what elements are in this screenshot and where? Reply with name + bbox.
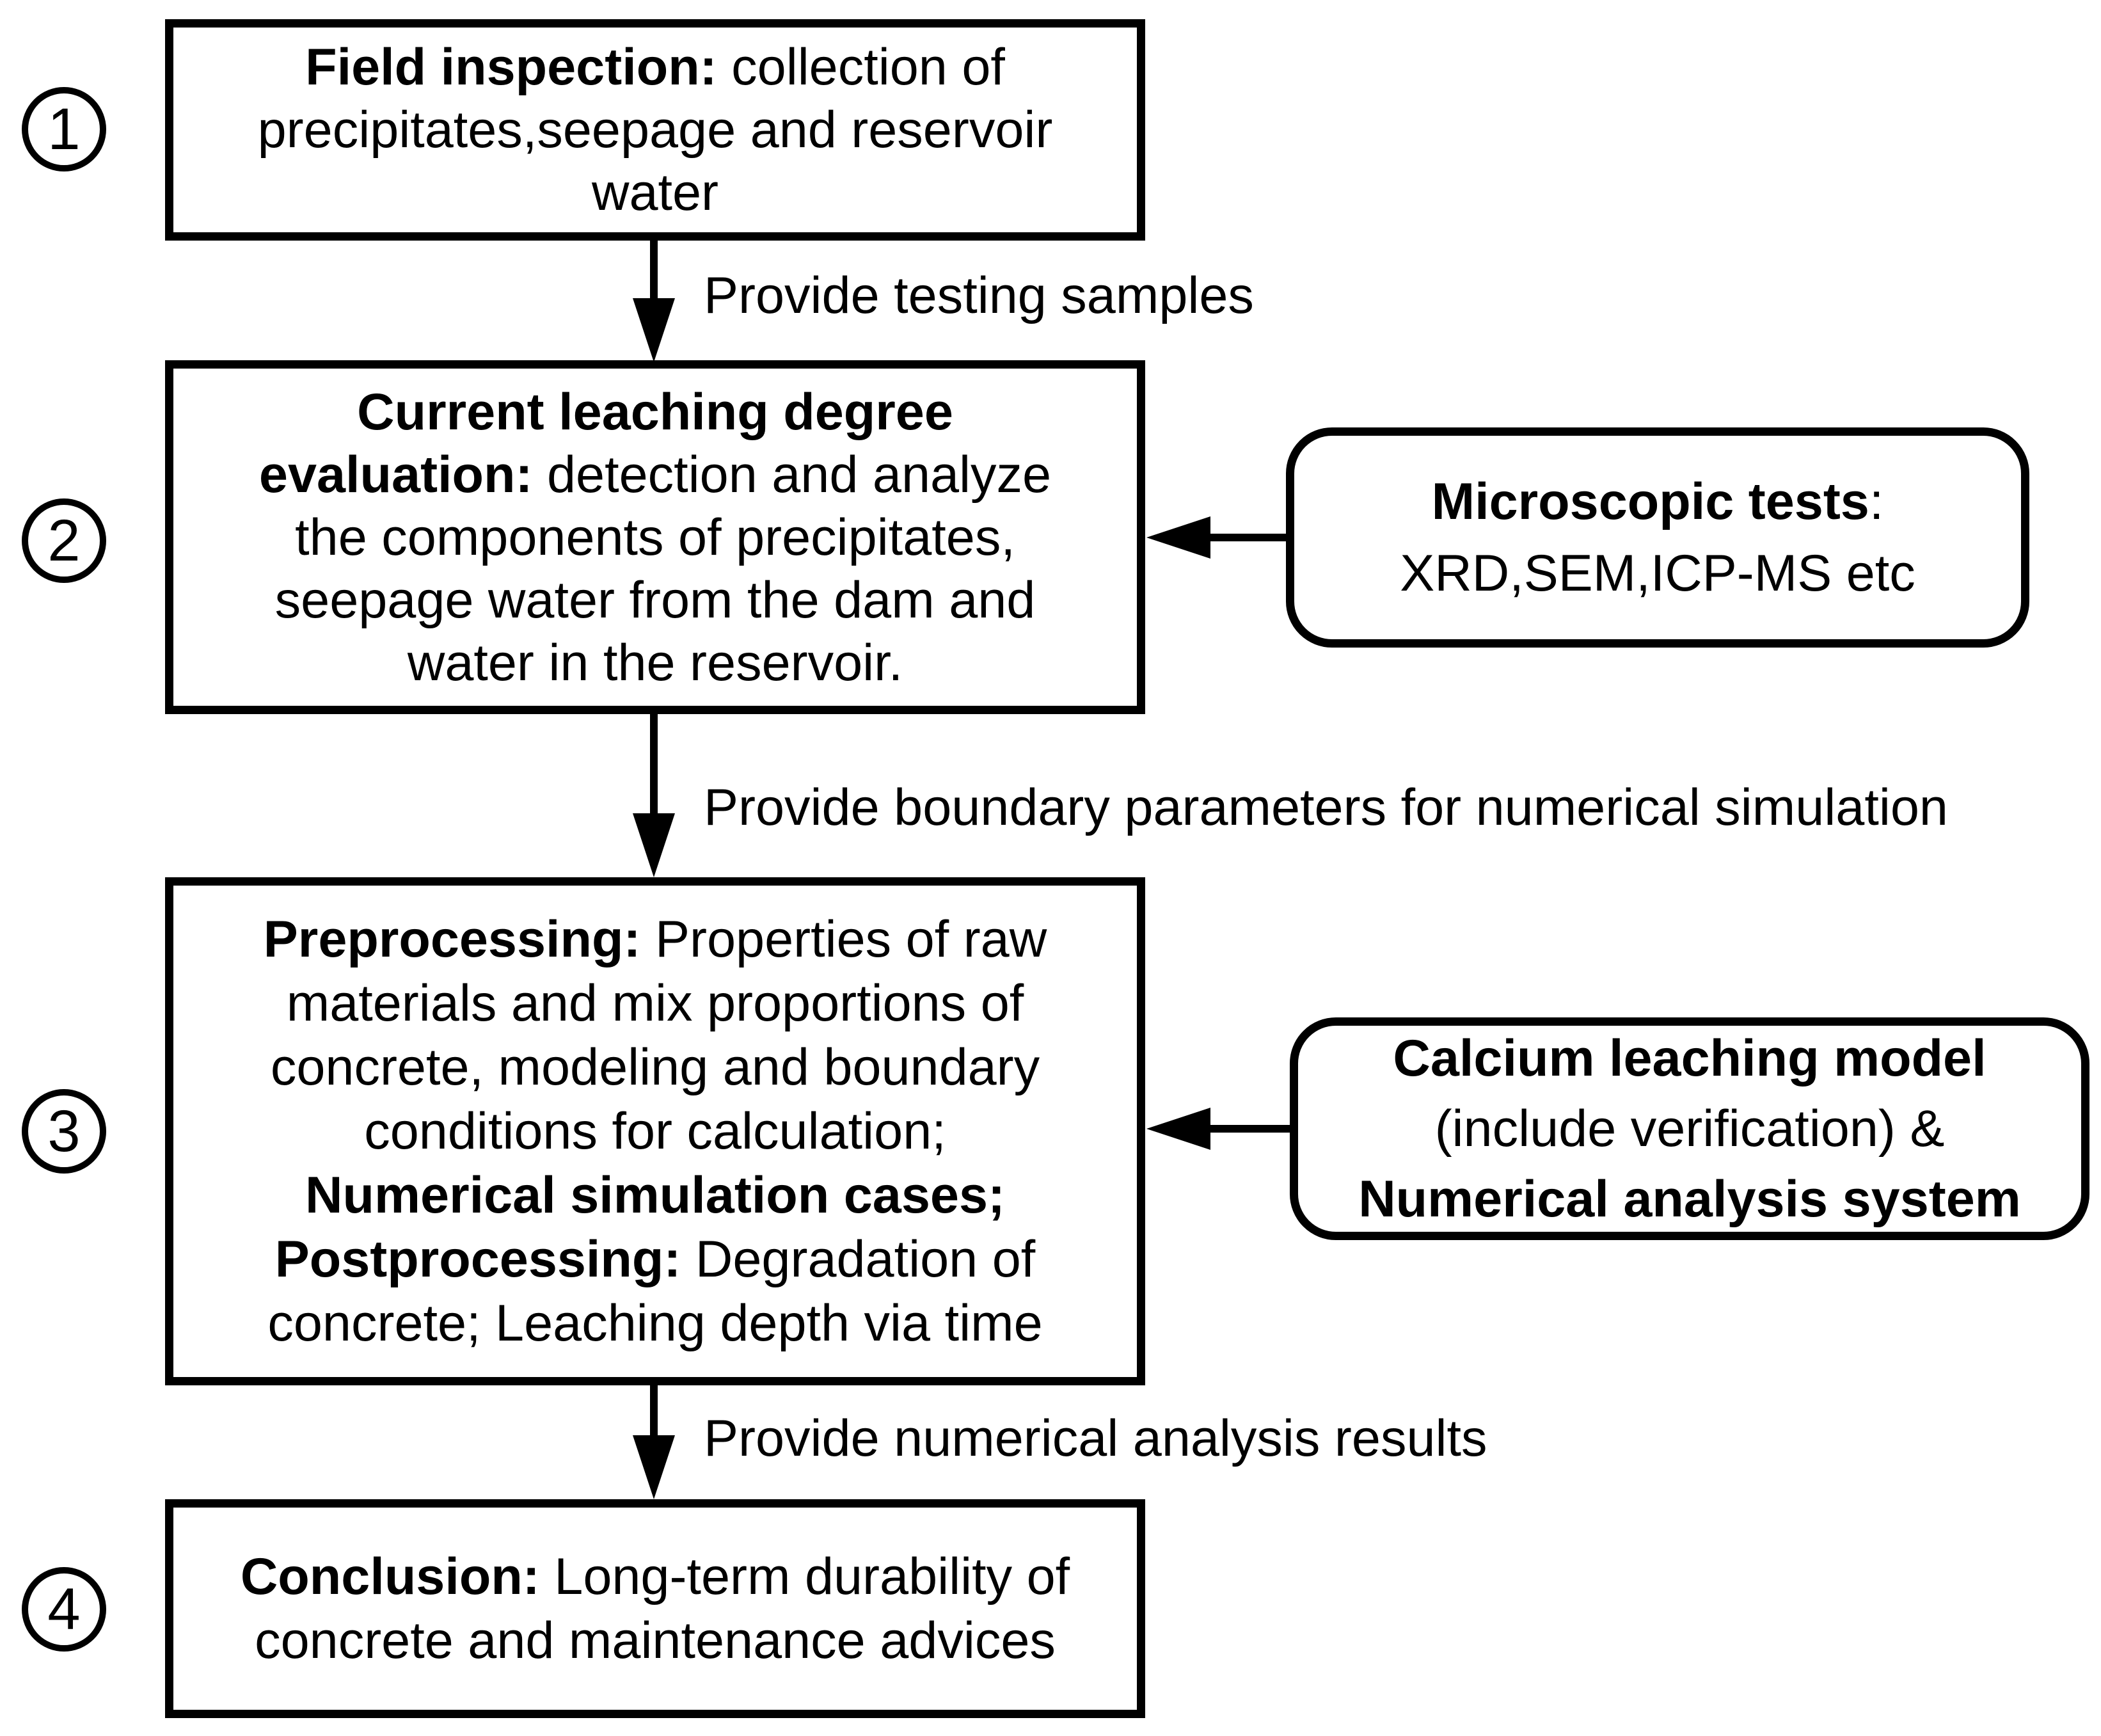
regular-segment: water in the reservoir. <box>407 633 903 692</box>
text-line: Calcium leaching model <box>1393 1023 1986 1094</box>
text-line: concrete; Leaching depth via time <box>267 1291 1042 1355</box>
regular-segment: (include verification) & <box>1434 1100 1945 1158</box>
box-microscopic-tests: Microscopic tests: XRD,SEM,ICP-MS etc <box>1286 427 2029 648</box>
left-arrow-1-line <box>1204 534 1287 541</box>
regular-segment: Degradation of <box>681 1230 1036 1288</box>
regular-segment: Properties of raw <box>640 911 1047 968</box>
text-line: Numerical simulation cases; <box>305 1163 1005 1227</box>
left-arrow-2-head-icon <box>1146 1108 1210 1150</box>
text-line: Current leaching degree <box>357 381 953 443</box>
bold-segment: Numerical simulation cases; <box>305 1167 1005 1224</box>
text-line: seepage water from the dam and <box>275 569 1036 632</box>
regular-segment: concrete and maintenance advices <box>255 1612 1056 1669</box>
text-line: the components of precipitates, <box>295 506 1015 569</box>
regular-segment: : <box>1869 473 1884 530</box>
step-badge-3: 3 <box>22 1089 106 1174</box>
text-line: XRD,SEM,ICP-MS etc <box>1400 538 1915 609</box>
text-line: water <box>592 161 718 224</box>
box-leaching-evaluation: Current leaching degree evaluation: dete… <box>165 360 1145 714</box>
bold-segment: Conclusion: <box>240 1548 540 1605</box>
text-line: Microscopic tests: <box>1432 466 1884 538</box>
text-line: conditions for calculation; <box>364 1099 946 1163</box>
bold-segment: Field inspection: <box>305 38 717 96</box>
step-badge-1: 1 <box>22 87 106 171</box>
bold-segment: Microscopic tests <box>1431 473 1869 530</box>
regular-segment: concrete; Leaching depth via time <box>267 1294 1043 1352</box>
regular-segment: XRD,SEM,ICP-MS etc <box>1400 545 1915 602</box>
box-conclusion: Conclusion: Long-term durability of conc… <box>165 1499 1145 1718</box>
text-line: precipitates,seepage and reservoir <box>258 99 1053 161</box>
regular-segment: materials and mix proportions of <box>286 975 1024 1032</box>
down-arrow-3-head-icon <box>633 1435 675 1499</box>
text-line: water in the reservoir. <box>408 632 903 694</box>
regular-segment: conditions for calculation; <box>364 1103 946 1160</box>
left-arrow-2-line <box>1204 1125 1291 1133</box>
regular-segment: water <box>591 164 719 221</box>
regular-segment: detection and analyze <box>532 445 1052 504</box>
bold-segment: Current leaching degree <box>357 383 953 441</box>
text-line: materials and mix proportions of <box>287 971 1024 1035</box>
down-arrow-2-line <box>650 714 658 816</box>
text-line: Preprocessing: Properties of raw <box>264 907 1047 971</box>
down-arrow-1-line <box>650 241 658 301</box>
bold-segment: Numerical analysis system <box>1358 1170 2021 1228</box>
down-arrow-1-head-icon <box>633 298 675 362</box>
text-line: (include verification) & <box>1435 1094 1945 1164</box>
step-number: 4 <box>47 1576 81 1642</box>
step-number: 1 <box>47 96 81 162</box>
text-line: Conclusion: Long-term durability of <box>241 1545 1070 1609</box>
text-line: concrete and maintenance advices <box>255 1609 1056 1673</box>
left-arrow-1-head-icon <box>1146 516 1210 559</box>
step-number: 3 <box>47 1098 81 1164</box>
regular-segment: seepage water from the dam and <box>274 571 1036 629</box>
regular-segment: Long-term durability of <box>539 1548 1070 1605</box>
arrow-label-2: Provide boundary parameters for numerica… <box>704 779 1948 836</box>
step-number: 2 <box>47 507 81 573</box>
text-line: concrete, modeling and boundary <box>271 1035 1040 1099</box>
arrow-label-3: Provide numerical analysis results <box>704 1410 1487 1467</box>
text-line: evaluation: detection and analyze <box>259 443 1051 506</box>
arrow-label-1: Provide testing samples <box>704 267 1254 324</box>
regular-segment: the components of precipitates, <box>295 508 1015 566</box>
box-numerical-simulation: Preprocessing: Properties of raw materia… <box>165 877 1145 1385</box>
box-field-inspection: Field inspection: collection of precipit… <box>165 19 1145 241</box>
bold-segment: evaluation: <box>258 445 533 504</box>
regular-segment: concrete, modeling and boundary <box>270 1039 1040 1096</box>
bold-segment: Postprocessing: <box>274 1230 681 1288</box>
bold-segment: Calcium leaching model <box>1393 1030 1986 1087</box>
bold-segment: Preprocessing: <box>263 911 641 968</box>
down-arrow-2-head-icon <box>633 813 675 877</box>
box-calcium-leaching-model: Calcium leaching model (include verifica… <box>1290 1017 2089 1240</box>
down-arrow-3-line <box>650 1385 658 1438</box>
text-line: Field inspection: collection of <box>305 36 1005 99</box>
regular-segment: precipitates,seepage and reservoir <box>257 101 1053 159</box>
text-line: Numerical analysis system <box>1358 1164 2021 1234</box>
text-line: Postprocessing: Degradation of <box>275 1227 1036 1291</box>
step-badge-2: 2 <box>22 498 106 583</box>
regular-segment: collection of <box>717 38 1005 96</box>
step-badge-4: 4 <box>22 1567 106 1652</box>
